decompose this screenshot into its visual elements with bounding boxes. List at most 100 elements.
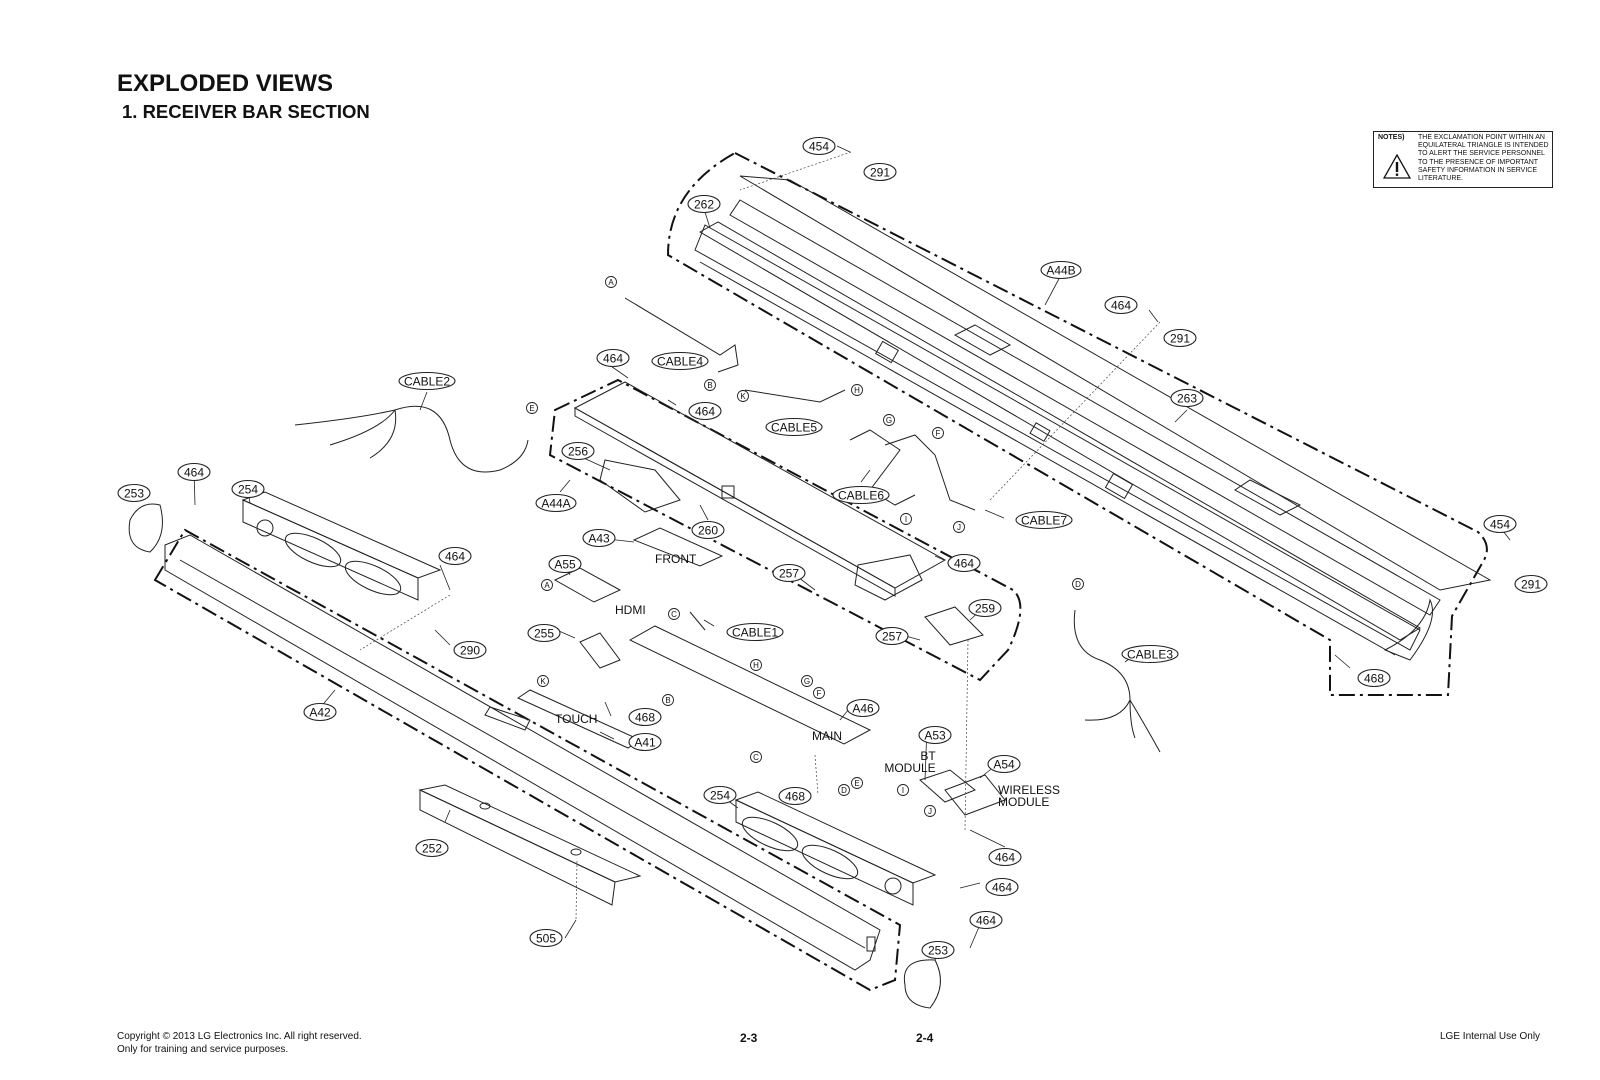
connector-pin-label: J — [957, 523, 961, 532]
callout-291: 291 — [1514, 574, 1548, 594]
callout-464: 464 — [438, 546, 472, 566]
callout-252: 252 — [415, 838, 449, 858]
callout-291: 291 — [863, 162, 897, 182]
connector-pin-label: B — [665, 696, 670, 705]
section-title: 1. RECEIVER BAR SECTION — [122, 101, 370, 122]
callout-cable6: CABLE6 — [832, 485, 890, 505]
footer-copyright: Copyright © 2013 LG Electronics Inc. All… — [117, 1031, 362, 1042]
callout-468: 468 — [1357, 668, 1391, 688]
group-outline-middle — [548, 378, 1022, 682]
connector-pin-g: G — [883, 414, 895, 426]
callout-label: 291 — [870, 166, 890, 180]
callout-label: 464 — [954, 557, 974, 571]
callout-label: A42 — [309, 706, 331, 720]
callout-label: 254 — [238, 483, 258, 497]
callout-290: 290 — [453, 640, 487, 660]
connector-pin-label: E — [529, 404, 534, 413]
callout-cable3: CABLE3 — [1121, 644, 1179, 664]
connector-pin-label: F — [936, 429, 941, 438]
callout-a54: A54 — [987, 754, 1021, 774]
connector-pin-d: D — [1072, 578, 1084, 590]
rear-chassis-part — [694, 175, 1492, 661]
callout-a55: A55 — [548, 554, 582, 574]
connector-pin-e: E — [851, 777, 863, 789]
callout-label: CABLE6 — [838, 489, 884, 503]
callout-259: 259 — [968, 598, 1002, 618]
callout-label: 254 — [710, 789, 730, 803]
callouts-layer: 454291262A44B464291263454291468CABLE4464… — [117, 136, 1548, 960]
connector-pin-label: D — [1075, 580, 1081, 589]
end-cap-right-part — [903, 959, 941, 1009]
callout-label: 468 — [1364, 672, 1384, 686]
callout-label: CABLE1 — [732, 626, 778, 640]
callout-label: 259 — [975, 602, 995, 616]
part-label-wireless-2: MODULE — [998, 795, 1049, 809]
callout-label: 291 — [1521, 578, 1541, 592]
connector-pin-label: E — [854, 779, 859, 788]
callout-cable4: CABLE4 — [651, 351, 709, 371]
callout-cable7: CABLE7 — [1015, 510, 1073, 530]
callout-label: 464 — [445, 550, 465, 564]
connector-pin-label: B — [707, 381, 712, 390]
callout-cable5: CABLE5 — [765, 417, 823, 437]
page-number-left: 2-3 — [740, 1031, 758, 1045]
callout-label: 464 — [1111, 299, 1131, 313]
part-label-wireless-1: WIRELESS — [998, 783, 1060, 797]
connector-pin-label: I — [902, 786, 904, 795]
alignment-lines — [359, 151, 1161, 921]
connector-pin-f: F — [932, 427, 944, 439]
part-label-main: MAIN — [812, 729, 842, 743]
callout-label: A43 — [588, 532, 610, 546]
callout-label: CABLE2 — [404, 375, 450, 389]
connector-pin-i: I — [900, 513, 912, 525]
footer-copyright-block: Copyright © 2013 LG Electronics Inc. All… — [117, 1030, 362, 1056]
connector-pin-k: K — [537, 675, 549, 687]
footer-usage: Only for training and service purposes. — [117, 1044, 289, 1055]
callout-label: 260 — [698, 524, 718, 538]
pcb-boards-part — [516, 527, 1006, 816]
connector-pin-a: A — [605, 276, 617, 288]
callout-label: CABLE3 — [1127, 648, 1173, 662]
connector-pin-label: K — [540, 677, 546, 686]
callout-label: 454 — [809, 140, 829, 154]
callout-263: 263 — [1170, 388, 1204, 408]
callout-label: 464 — [603, 352, 623, 366]
callout-468: 468 — [628, 707, 662, 727]
page-number-right: 2-4 — [916, 1031, 934, 1045]
callout-254: 254 — [231, 479, 265, 499]
callout-464: 464 — [596, 348, 630, 368]
connector-pin-label: C — [671, 610, 677, 619]
callout-label: A55 — [554, 558, 576, 572]
callout-256: 256 — [561, 441, 595, 461]
callout-454: 454 — [1483, 514, 1517, 534]
callout-454: 454 — [802, 136, 836, 156]
connector-pin-label: A — [608, 278, 614, 287]
connector-pin-b: B — [704, 379, 716, 391]
callout-label: A53 — [924, 729, 946, 743]
callout-464: 464 — [177, 462, 211, 482]
callout-label: A44A — [541, 497, 570, 511]
notes-text: THE EXCLAMATION POINT WITHIN AN EQUILATE… — [1418, 134, 1549, 183]
callout-label: 464 — [695, 405, 715, 419]
stand-part — [418, 784, 642, 906]
middle-frame-part — [573, 381, 947, 601]
connector-pin-h: H — [750, 659, 762, 671]
notes-label: NOTES) — [1378, 134, 1405, 141]
connector-pin-label: K — [740, 392, 746, 401]
callout-label: A46 — [852, 702, 874, 716]
callout-label: 253 — [124, 487, 144, 501]
callout-label: 257 — [882, 630, 902, 644]
speaker-right-part — [734, 791, 937, 906]
callout-cable2: CABLE2 — [398, 371, 456, 391]
callout-a53: A53 — [918, 725, 952, 745]
callout-a43: A43 — [582, 528, 616, 548]
part-label-bt-2: MODULE — [884, 761, 935, 775]
flat-cables-part — [624, 297, 976, 631]
callout-255: 255 — [527, 623, 561, 643]
callout-label: CABLE4 — [657, 355, 703, 369]
callout-label: 464 — [976, 914, 996, 928]
callout-464: 464 — [947, 553, 981, 573]
connector-pin-label: A — [544, 581, 550, 590]
part-label-bt-1: BT — [920, 749, 936, 763]
